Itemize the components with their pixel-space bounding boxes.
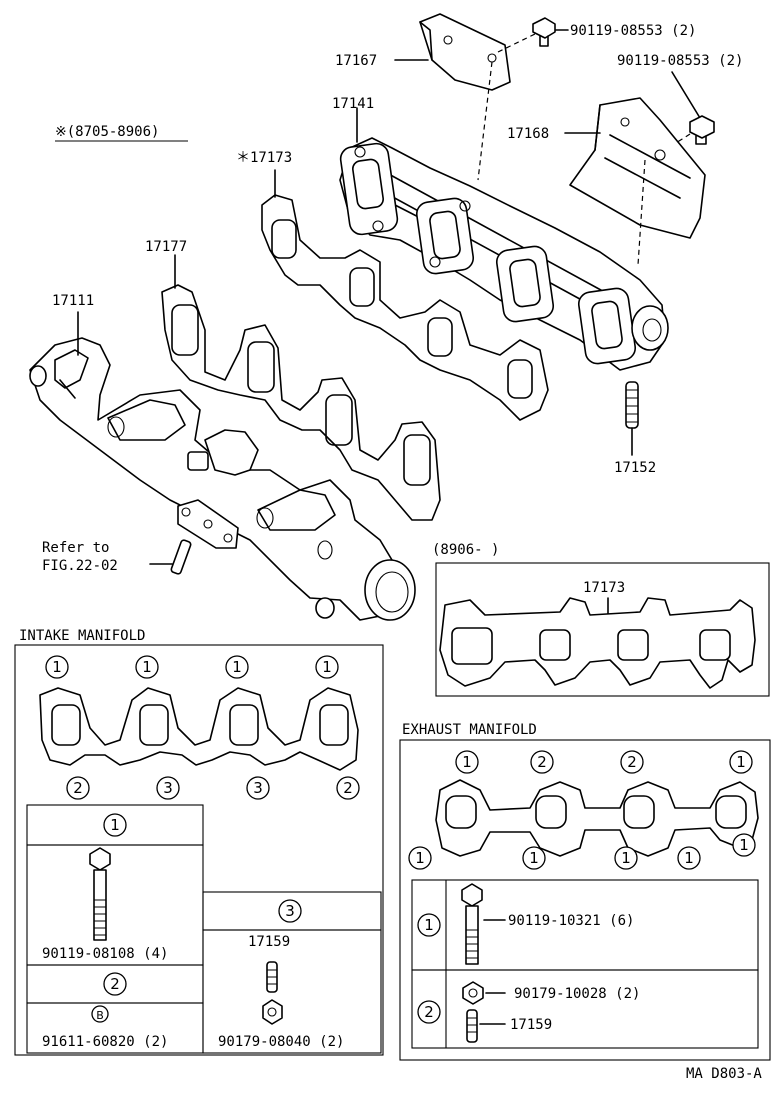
label-17173-box: 17173 xyxy=(583,580,625,596)
label-17173-star: ＊17173 xyxy=(236,150,292,166)
svg-text:1: 1 xyxy=(322,658,332,676)
svg-text:2: 2 xyxy=(343,779,353,797)
intake-manifold-17111[interactable] xyxy=(29,337,416,621)
label-17168: 17168 xyxy=(507,126,549,142)
intake-gasket-diagram[interactable] xyxy=(39,687,359,771)
exhaust-marker-top-1: 1 xyxy=(455,750,479,774)
intake-marker-top-3: 1 xyxy=(225,655,249,679)
heat-insulator-17168[interactable] xyxy=(569,97,706,239)
exhaust-gasket-17173-top[interactable] xyxy=(261,194,549,421)
label-90119-08553-right: 90119-08553 (2) xyxy=(617,53,743,69)
svg-text:2: 2 xyxy=(424,1003,434,1021)
exhaust-legend-2 xyxy=(411,969,759,1049)
label-90119-08553-top: 90119-08553 (2) xyxy=(570,23,696,39)
bolt-90119-10321[interactable] xyxy=(461,883,483,965)
intake-marker-bottom-3: 3 xyxy=(246,776,270,800)
svg-text:1: 1 xyxy=(462,753,472,771)
label-range-8705-8906: ※(8705-8906) xyxy=(55,124,159,140)
svg-text:1: 1 xyxy=(736,753,746,771)
svg-text:1: 1 xyxy=(739,836,749,854)
nut-90179-08040[interactable] xyxy=(262,999,283,1025)
exhaust-part-2-stud: 17159 xyxy=(510,1017,552,1033)
stud-refer[interactable] xyxy=(170,539,192,575)
intake-part-3-nut: 90179-08040 (2) xyxy=(218,1034,344,1050)
box-8906-gasket xyxy=(435,562,770,697)
label-17111: 17111 xyxy=(52,293,94,309)
label-range-8906: (8906- ) xyxy=(432,542,499,558)
intake-marker-top-2: 1 xyxy=(135,655,159,679)
exhaust-marker-bottom-1: 1 xyxy=(408,846,432,870)
svg-text:1: 1 xyxy=(110,816,120,834)
exhaust-marker-top-3: 2 xyxy=(620,750,644,774)
bolt-90119-08108[interactable] xyxy=(89,847,111,941)
bolt-90119-08553-right[interactable] xyxy=(689,115,715,145)
intake-part-3-stud: 17159 xyxy=(248,934,290,950)
intake-legend-key-3: 3 xyxy=(278,899,302,923)
exhaust-title: EXHAUST MANIFOLD xyxy=(402,722,537,738)
intake-legend-key-2: 2 xyxy=(103,972,127,996)
svg-text:1: 1 xyxy=(52,658,62,676)
svg-text:2: 2 xyxy=(627,753,637,771)
svg-text:2: 2 xyxy=(110,975,120,993)
label-17141: 17141 xyxy=(332,96,374,112)
intake-legend-key-1: 1 xyxy=(103,813,127,837)
label-refer-to: Refer to xyxy=(42,540,109,556)
exhaust-manifold-17141[interactable] xyxy=(339,137,669,371)
exhaust-marker-bottom-4: 1 xyxy=(677,846,701,870)
intake-marker-top-1: 1 xyxy=(45,655,69,679)
svg-text:2: 2 xyxy=(537,753,547,771)
intake-marker-bottom-1: 2 xyxy=(66,776,90,800)
svg-text:1: 1 xyxy=(529,849,539,867)
bolt-90119-08553-top[interactable] xyxy=(532,17,556,47)
svg-text:3: 3 xyxy=(163,779,173,797)
exhaust-marker-bottom-2: 1 xyxy=(522,846,546,870)
stud-17152[interactable] xyxy=(625,381,639,429)
exhaust-legend-key-1: 1 xyxy=(417,913,441,937)
exhaust-gasket-diagram[interactable] xyxy=(435,779,759,857)
exhaust-marker-top-4: 1 xyxy=(729,750,753,774)
svg-text:3: 3 xyxy=(253,779,263,797)
intake-marker-top-4: 1 xyxy=(315,655,339,679)
svg-text:2: 2 xyxy=(73,779,83,797)
exhaust-legend-key-2: 2 xyxy=(417,1000,441,1024)
svg-text:1: 1 xyxy=(232,658,242,676)
intake-marker-bottom-2: 3 xyxy=(156,776,180,800)
intake-legend-3-body xyxy=(202,929,382,1054)
intake-part-2: 91611-60820 (2) xyxy=(42,1034,168,1050)
exhaust-marker-top-2: 2 xyxy=(530,750,554,774)
svg-text:1: 1 xyxy=(684,849,694,867)
svg-text:1: 1 xyxy=(415,849,425,867)
exhaust-marker-bottom-5: 1 xyxy=(732,833,756,857)
stud-17159-exhaust[interactable] xyxy=(466,1009,478,1043)
bolt-b-icon: B xyxy=(91,1005,109,1023)
intake-part-1: 90119-08108 (4) xyxy=(42,946,168,962)
svg-text:1: 1 xyxy=(142,658,152,676)
exhaust-part-2-nut: 90179-10028 (2) xyxy=(514,986,640,1002)
exhaust-box xyxy=(399,739,771,1061)
nut-90179-10028[interactable] xyxy=(462,981,484,1005)
intake-box xyxy=(14,644,384,1056)
svg-text:1: 1 xyxy=(621,849,631,867)
exhaust-part-1: 90119-10321 (6) xyxy=(508,913,634,929)
exhaust-marker-bottom-3: 1 xyxy=(614,846,638,870)
heat-insulator-17167[interactable] xyxy=(419,13,511,91)
svg-text:1: 1 xyxy=(424,916,434,934)
label-17177: 17177 xyxy=(145,239,187,255)
exhaust-gasket-17173-8906[interactable] xyxy=(439,597,756,689)
label-17152: 17152 xyxy=(614,460,656,476)
intake-marker-bottom-4: 2 xyxy=(336,776,360,800)
svg-text:3: 3 xyxy=(285,902,295,920)
stud-17159-intake[interactable] xyxy=(266,961,278,993)
figure-code: MA D803-A xyxy=(686,1066,762,1082)
intake-title: INTAKE MANIFOLD xyxy=(19,628,145,644)
label-refer-fig: FIG.22-02 xyxy=(42,558,118,574)
label-17167: 17167 xyxy=(335,53,377,69)
intake-gasket-17177[interactable] xyxy=(161,284,441,521)
svg-text:B: B xyxy=(96,1009,104,1022)
